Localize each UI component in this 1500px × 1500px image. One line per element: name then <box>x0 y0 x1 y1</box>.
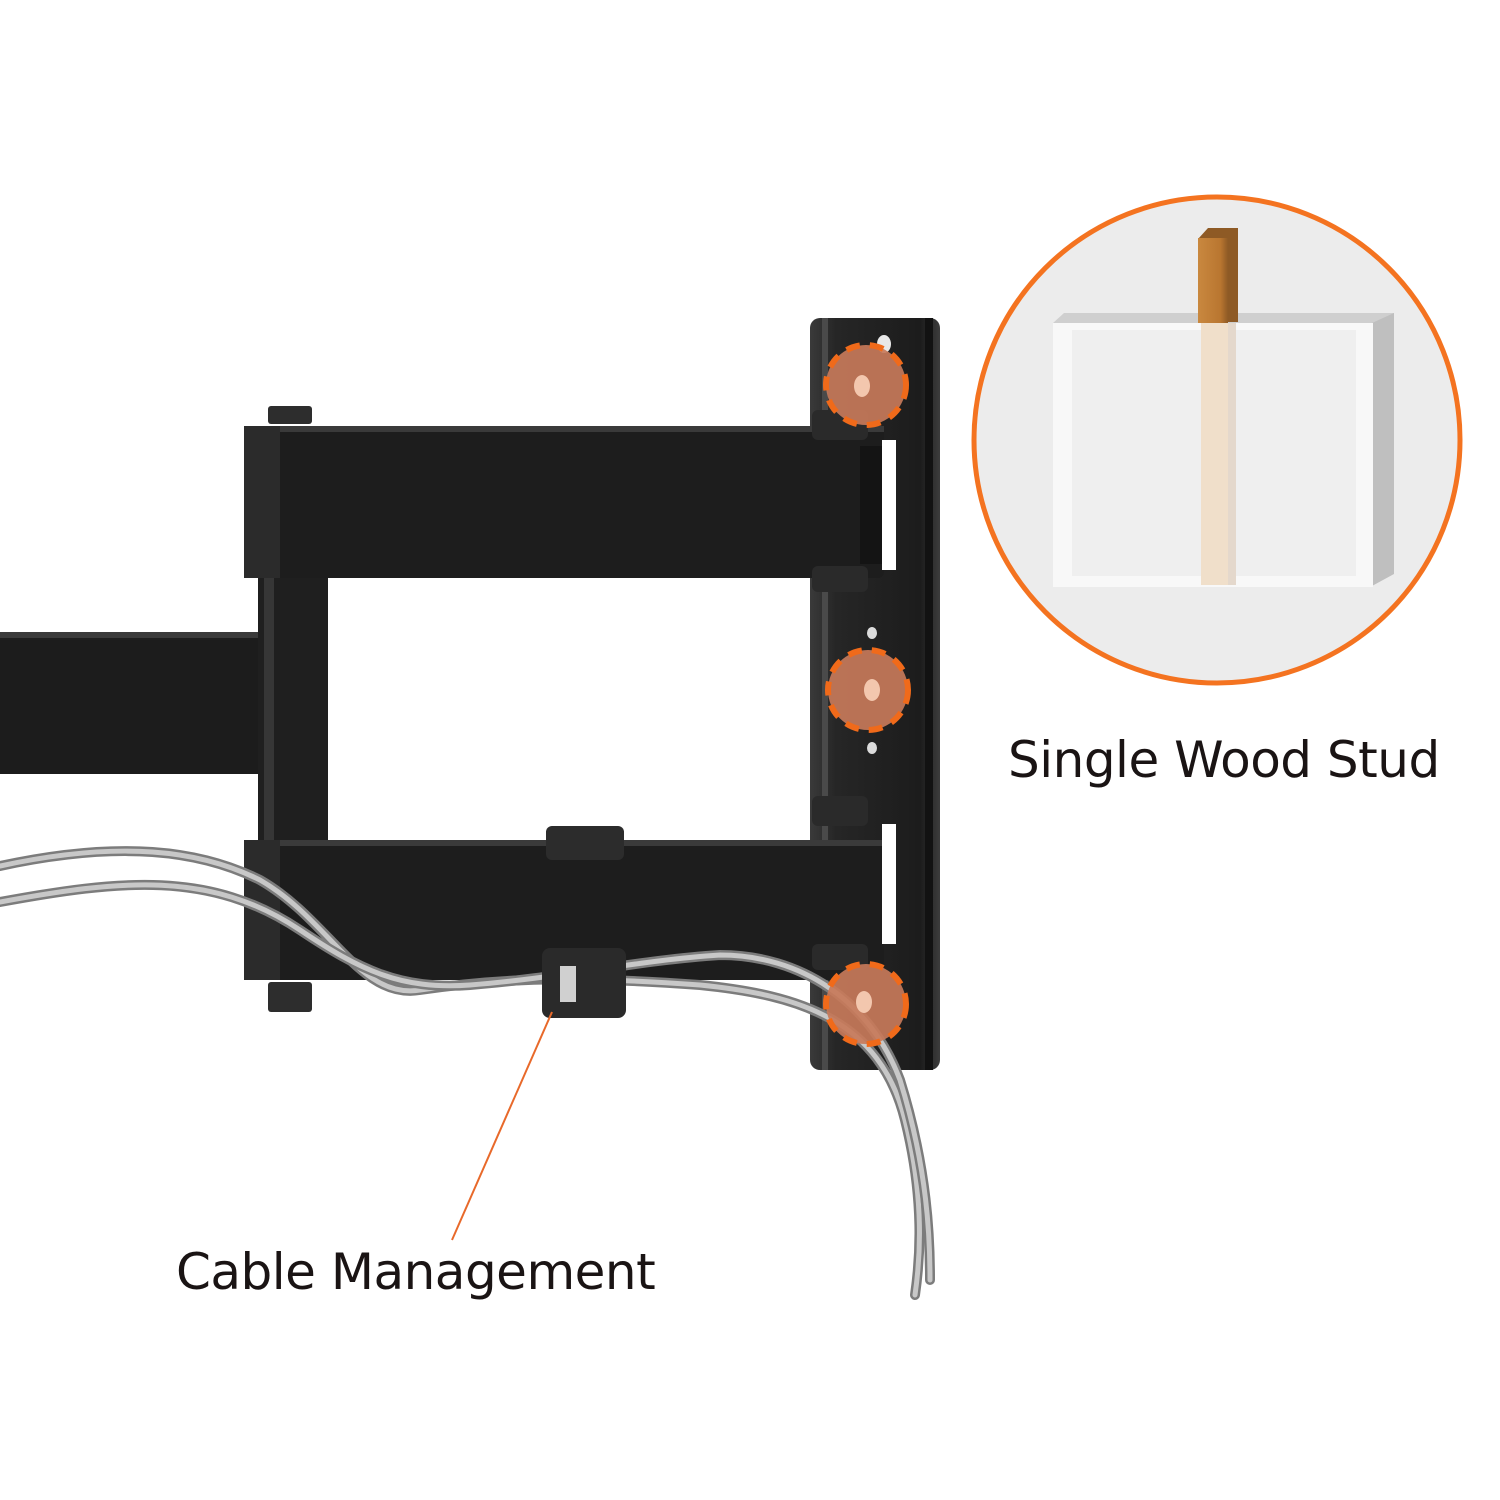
single-wood-stud-label: Single Wood Stud <box>1008 731 1440 789</box>
outer-arm <box>0 632 300 774</box>
cable-clip-top <box>546 826 624 860</box>
lag-bolt-middle <box>825 647 911 733</box>
cable-management-label: Cable Management <box>176 1243 656 1301</box>
upper-arm <box>244 406 896 592</box>
pivot-post <box>258 556 328 856</box>
cable-management-leader-line <box>451 1011 553 1241</box>
cable-clip-bottom <box>542 948 626 1018</box>
wood-stud-inset <box>971 194 1463 686</box>
lag-bolt-bottom <box>823 961 909 1047</box>
lag-bolt-top <box>823 342 909 428</box>
